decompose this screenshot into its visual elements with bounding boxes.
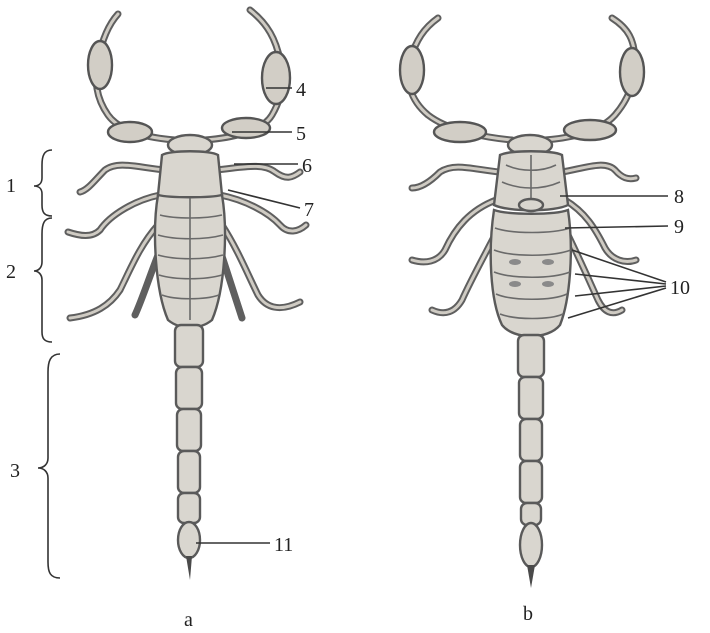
brace-3 xyxy=(38,354,60,578)
scorpion-dorsal-view xyxy=(68,10,306,580)
telson-a xyxy=(178,522,200,558)
sting-a xyxy=(186,556,192,580)
part-label-10: 10 xyxy=(670,277,690,299)
metasoma-b xyxy=(518,335,544,525)
panel-label-b: b xyxy=(523,603,533,625)
region-label-3: 3 xyxy=(10,460,20,482)
region-label-2: 2 xyxy=(6,261,16,283)
sting-b xyxy=(527,565,535,588)
part-label-6: 6 xyxy=(302,155,312,177)
region-braces xyxy=(34,150,60,578)
brace-2 xyxy=(34,218,52,342)
telson-b xyxy=(520,523,542,567)
part-label-11: 11 xyxy=(274,534,293,556)
pedipalps-b xyxy=(400,18,644,142)
scorpion-ventral-view xyxy=(400,18,644,588)
prosoma-a xyxy=(158,151,222,199)
metasoma-a xyxy=(175,325,203,523)
mesosoma-b xyxy=(491,210,571,336)
part-label-5: 5 xyxy=(296,123,306,145)
part-label-9: 9 xyxy=(674,216,684,238)
part-label-4: 4 xyxy=(296,79,306,101)
panel-label-a: a xyxy=(184,609,193,631)
part-label-8: 8 xyxy=(674,186,684,208)
brace-1 xyxy=(34,150,52,216)
pedipalps-a xyxy=(88,10,290,142)
part-label-7: 7 xyxy=(304,199,314,221)
region-label-1: 1 xyxy=(6,175,16,197)
